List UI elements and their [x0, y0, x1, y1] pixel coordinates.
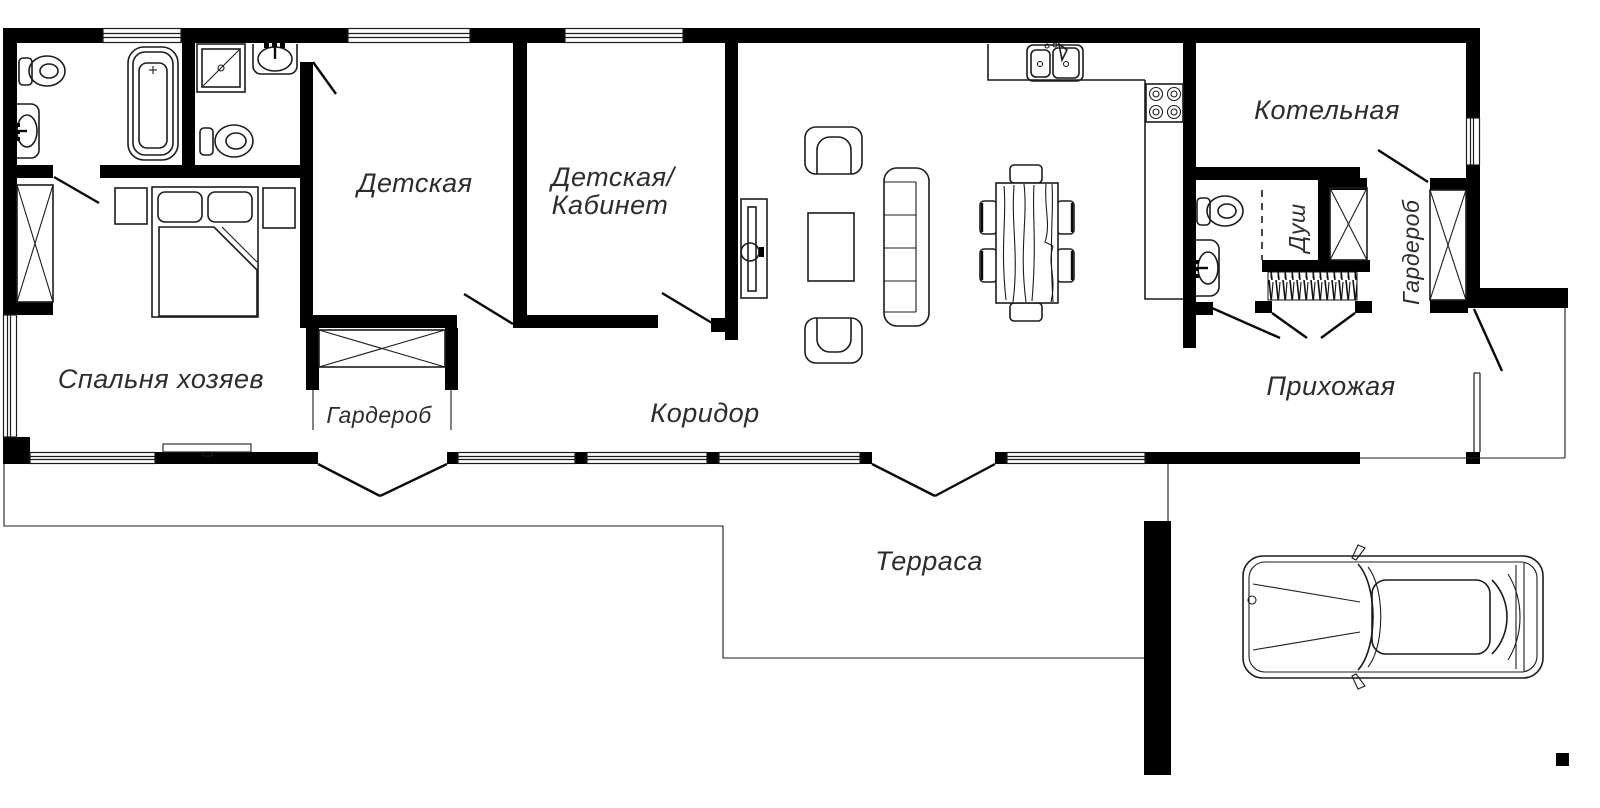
window-bath-top [102, 27, 182, 44]
door-closet-right-fold [1320, 312, 1356, 339]
tv-panel [162, 443, 252, 457]
dining-table-icon [995, 182, 1059, 304]
living-room-furniture [740, 126, 930, 364]
door-kidsroom [463, 292, 514, 326]
door-swings [53, 61, 1504, 498]
door-terrace-living-b [934, 462, 996, 498]
car-icon [1242, 544, 1544, 690]
toilet-icon [18, 55, 66, 87]
nightstand [262, 187, 296, 229]
window-corridor-2 [586, 451, 708, 465]
dining-set [979, 164, 1075, 322]
master-bedroom-furniture [16, 184, 296, 457]
dining-chair [979, 200, 998, 235]
dining-chair [1056, 248, 1075, 283]
nightstand [114, 187, 148, 225]
door-closet-left-fold [1271, 312, 1308, 339]
hall-bathroom-fixtures [1194, 187, 1467, 301]
interior-walls [17, 33, 1468, 390]
toilet-icon [1196, 195, 1244, 227]
door-entrance [1472, 308, 1504, 372]
vanity-sink-icon [15, 103, 40, 159]
wardrobe-cross-box [1329, 187, 1368, 261]
door-hall-bathroom [1211, 306, 1281, 340]
bathtub-icon [127, 46, 179, 161]
wall-sink-icon [252, 42, 298, 75]
window-office [564, 27, 684, 44]
second-bathroom-fixtures [196, 42, 298, 158]
label-kids-office-line2: Кабинет [552, 190, 669, 220]
door-bathroom1 [53, 175, 100, 205]
window-bedroom-west [2, 314, 18, 438]
kitchen-double-sink-icon [1026, 42, 1084, 82]
door-terrace-bedroom-a [317, 462, 381, 498]
label-master-bedroom: Спальня хозяев [58, 364, 264, 394]
window-bedroom-south [29, 451, 156, 465]
shower-cabin-icon [196, 43, 246, 93]
kitchen-counter-side [1144, 80, 1183, 300]
label-hallway: Прихожая [1266, 371, 1395, 401]
kitchen [987, 42, 1184, 300]
window-porch [1473, 372, 1481, 452]
dining-chair [1009, 164, 1043, 184]
window-corridor-1 [457, 451, 576, 465]
terrace-outline [3, 308, 1569, 775]
stove-icon [1145, 83, 1184, 123]
tv-stand-icon [740, 198, 768, 299]
label-kids-room: Детская [354, 168, 472, 198]
dining-chair [1009, 302, 1043, 322]
coffee-table-icon [807, 212, 855, 282]
dining-chair [979, 248, 998, 283]
label-terrace: Терраса [875, 546, 983, 576]
double-bed-icon [151, 186, 259, 318]
window-living-south [1006, 451, 1146, 465]
label-hall-wardrobe: Гардероб [1398, 199, 1424, 305]
label-corridor: Коридор [650, 398, 759, 428]
door-terrace-bedroom-b [379, 462, 448, 498]
label-bedroom-wardrobe: Гардероб [326, 402, 432, 428]
label-shower: Душ [1284, 203, 1310, 255]
toilet-icon [199, 124, 254, 158]
window-boiler-east [1465, 117, 1481, 166]
label-kids-office-line1: Детская/ [548, 162, 676, 192]
kitchen-counter [987, 44, 1145, 81]
site-marker [1556, 753, 1569, 766]
room-labels: Спальня хозяев Гардероб Детская Детская/… [58, 95, 1424, 576]
label-boiler-room: Котельная [1254, 95, 1400, 125]
master-bathroom-fixtures [15, 46, 179, 161]
terrace-pillar [1144, 521, 1171, 775]
door-bathroom2 [312, 61, 337, 95]
wardrobe-cross-box [1429, 189, 1467, 301]
dining-chair [1056, 200, 1075, 235]
door-office [661, 291, 713, 325]
exterior-walls [3, 28, 1568, 464]
window-kidsroom [347, 27, 471, 44]
coat-rack-icon [1267, 271, 1358, 301]
vanity-sink-icon [1194, 239, 1220, 297]
windows [2, 27, 1481, 465]
sofa-icon [883, 167, 930, 327]
bedroom-closet [312, 329, 452, 430]
door-boiler [1377, 148, 1429, 184]
window-corridor-3 [718, 451, 861, 465]
wardrobe-cross-box [16, 184, 54, 303]
door-terrace-living-a [871, 462, 936, 498]
armchair-icon [804, 317, 863, 364]
armchair-icon [804, 126, 863, 175]
